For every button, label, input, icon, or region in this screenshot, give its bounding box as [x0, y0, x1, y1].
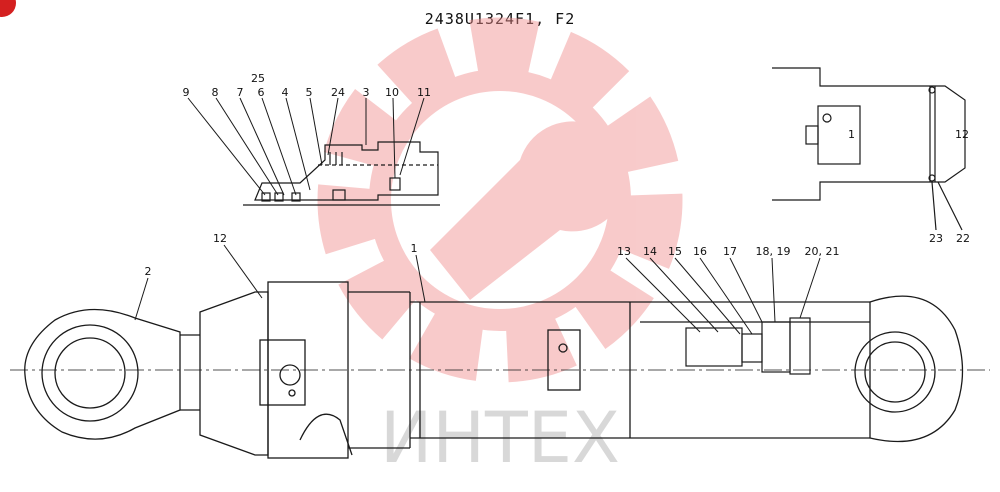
right-callout-12: 12 [955, 128, 969, 141]
right-callout-23: 23 [929, 232, 943, 245]
base-eye-right [854, 295, 964, 443]
corner-badge [0, 0, 16, 17]
cylinder-head [199, 281, 410, 459]
callout-3: 3 [363, 86, 370, 99]
callout-13: 13 [617, 245, 631, 258]
right-callout-22: 22 [956, 232, 970, 245]
callout-15: 15 [668, 245, 682, 258]
callout-11: 11 [417, 86, 431, 99]
right-callout-1: 1 [848, 128, 855, 141]
callout-16: 16 [693, 245, 707, 258]
callout-4: 4 [282, 86, 289, 99]
right-detail-labels: 1 12 23 22 [848, 128, 970, 245]
callout-24: 24 [331, 86, 345, 99]
callout-8: 8 [212, 86, 219, 99]
callout-25: 25 [251, 72, 265, 85]
callout-7: 7 [237, 86, 244, 99]
top-seal-detail [243, 141, 440, 206]
callout-9: 9 [183, 86, 190, 99]
callout-1-main: 1 [411, 242, 418, 255]
cylinder-barrel [409, 292, 870, 448]
callout-2: 2 [145, 265, 152, 278]
callout-20-21: 20, 21 [805, 245, 840, 258]
top-detail-labels: 9 8 7 6 4 5 24 25 3 10 11 [183, 72, 432, 99]
right-rod-end-detail [772, 67, 966, 231]
callout-14: 14 [643, 245, 657, 258]
callout-6: 6 [258, 86, 265, 99]
callout-5: 5 [306, 86, 313, 99]
top-detail-leaders [187, 97, 425, 196]
callout-17: 17 [723, 245, 737, 258]
main-labels: 2 12 1 13 14 15 16 17 18, 19 20, 21 [145, 232, 840, 278]
drawing-title: 2438U1324F1, F2 [424, 10, 576, 28]
callout-12-main: 12 [213, 232, 227, 245]
callout-10: 10 [385, 86, 399, 99]
callout-18-19: 18, 19 [756, 245, 791, 258]
piston-section [640, 317, 870, 375]
main-leaders [134, 244, 821, 335]
rod-eye-left [24, 308, 200, 440]
